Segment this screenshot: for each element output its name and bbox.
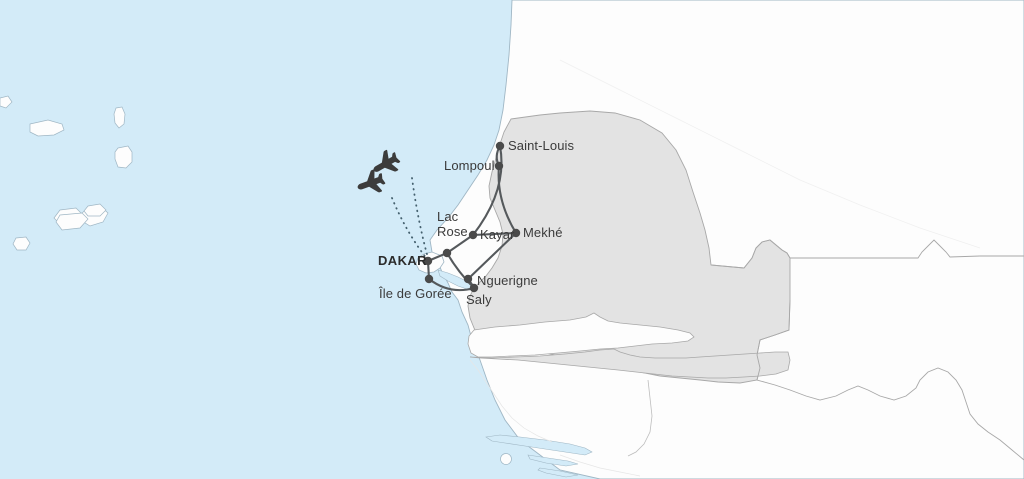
border-mali-south	[756, 299, 1024, 461]
flight-paths	[391, 177, 429, 260]
marker-mekhe	[511, 228, 521, 238]
route-kayar-thies	[445, 233, 475, 255]
atlantic-islands	[0, 95, 133, 251]
marker-nguerigne	[463, 274, 473, 284]
marker-saly	[469, 283, 479, 293]
route-kayar-mekhe	[471, 231, 518, 237]
marker-saint-louis	[495, 141, 505, 151]
city-label-dakar: DAKAR	[378, 253, 427, 268]
city-label-kayar: Kayar	[480, 227, 515, 242]
border-mauritania-mali	[710, 239, 1024, 269]
border-guinea-west	[469, 359, 553, 443]
route-saint-louis-kayar	[471, 144, 503, 237]
border-guinea-inner	[559, 454, 641, 477]
enclave-gambia	[467, 312, 695, 358]
marker-ile-de-goree	[424, 274, 434, 284]
city-markers	[423, 141, 521, 293]
marker-dakar	[423, 256, 433, 266]
region-casamance	[469, 348, 791, 379]
border-mauritania-north-faint	[559, 59, 981, 249]
city-label-nguerigne: Nguerigne	[477, 273, 538, 288]
route-lompoul-mekhe	[497, 164, 518, 235]
city-label-ile-de-goree: Île de Gorée	[379, 286, 452, 301]
city-label-saly: Saly	[466, 292, 492, 307]
border-guinea-bissau	[627, 379, 653, 457]
airplane-icon	[373, 149, 401, 172]
casamance-inlet-1	[527, 454, 579, 467]
flight-path-inbound	[391, 197, 428, 260]
marker-thies	[442, 248, 452, 258]
country-senegal	[467, 110, 791, 384]
casamance-inlet-2	[537, 467, 579, 478]
offshore-islet	[500, 453, 512, 465]
marker-kayar	[468, 230, 478, 240]
marker-lompoul	[494, 161, 504, 171]
airplane-icon	[357, 169, 386, 193]
city-label-lompoul: Lompoul	[444, 158, 495, 173]
city-label-saint-louis: Saint-Louis	[508, 138, 575, 153]
gambia-river-estuary	[485, 434, 593, 456]
city-label-lac-rose: Lac Rose	[437, 209, 468, 239]
route-mekhe-nguerigne	[466, 231, 518, 281]
city-label-mekhe: Mekhé	[523, 225, 563, 240]
